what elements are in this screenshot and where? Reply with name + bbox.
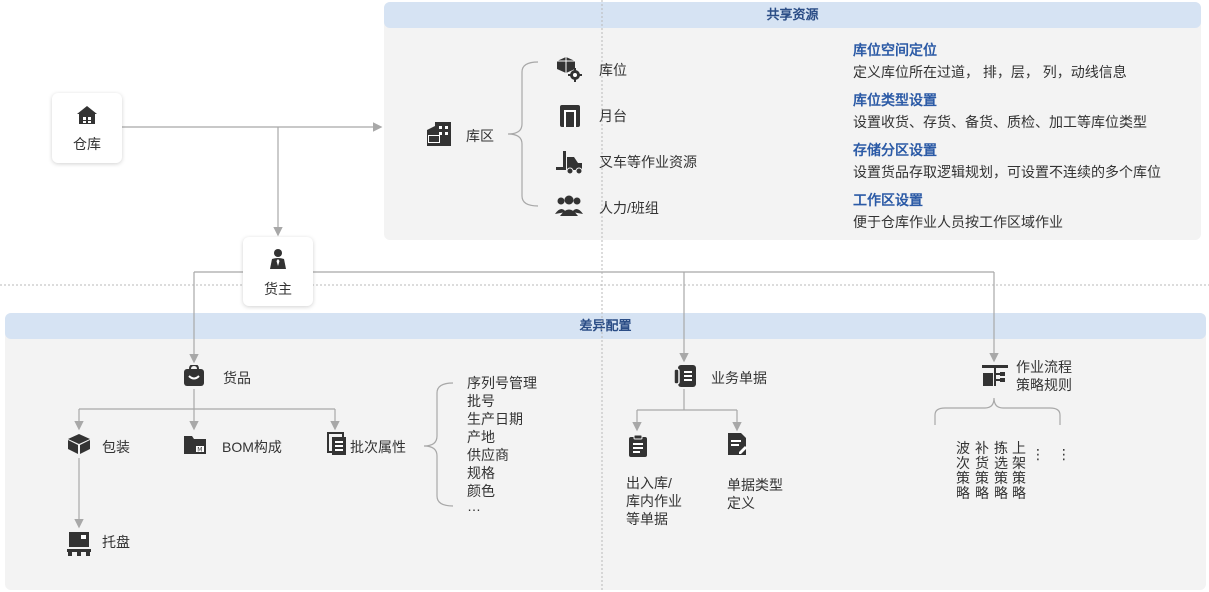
workflow-hierarchy-icon bbox=[982, 365, 1008, 386]
desc-text-location-type: 设置收货、存货、备货、质检、加工等库位类型 bbox=[853, 114, 1147, 130]
clipboard-doc-icon bbox=[629, 434, 647, 457]
shared-item-location: 库位 bbox=[599, 62, 627, 78]
doc-child2-line2: 定义 bbox=[727, 495, 755, 511]
batch-attr-origin: 产地 bbox=[467, 429, 495, 445]
warehouse-icon bbox=[77, 106, 97, 124]
business-doc-label: 业务单据 bbox=[711, 370, 767, 386]
doc-type-edit-icon bbox=[728, 433, 747, 455]
batch-attr-supplier: 供应商 bbox=[467, 447, 509, 463]
package-box-icon bbox=[68, 434, 90, 454]
desc-text-location-positioning: 定义库位所在过道， 排，层， 列，动线信息 bbox=[853, 64, 1127, 80]
batch-attr-lot: 批号 bbox=[467, 393, 495, 409]
doc-child1-line2: 库内作业 bbox=[626, 493, 682, 509]
workflow-label-line1: 作业流程 bbox=[1016, 359, 1072, 375]
shared-item-dock: 月台 bbox=[599, 108, 627, 124]
shared-item-team: 人力/班组 bbox=[599, 200, 659, 216]
desc-heading-storage-zone: 存储分区设置 bbox=[853, 142, 937, 158]
team-icon bbox=[555, 195, 583, 216]
package-label: 包装 bbox=[102, 439, 130, 455]
warehouse-label: 仓库 bbox=[73, 136, 101, 152]
pallet-label: 托盘 bbox=[102, 534, 130, 550]
owner-card[interactable]: 货主 bbox=[243, 237, 313, 306]
doc-child2-line1: 单据类型 bbox=[727, 477, 783, 493]
batch-attr-icon bbox=[327, 432, 346, 455]
warehouse-card[interactable]: 仓库 bbox=[52, 93, 122, 163]
workflow-label-line2: 策略规则 bbox=[1016, 377, 1072, 393]
desc-text-storage-zone: 设置货品存取逻辑规划，可设置不连续的多个库位 bbox=[853, 164, 1161, 180]
bom-label: BOM构成 bbox=[222, 439, 282, 455]
desc-heading-work-area: 工作区设置 bbox=[853, 192, 923, 208]
desc-text-work-area: 便于仓库作业人员按工作区域作业 bbox=[853, 214, 1063, 230]
shared-resources-panel bbox=[384, 2, 1201, 240]
shared-item-forklift: 叉车等作业资源 bbox=[599, 154, 697, 170]
batch-attr-spec: 规格 bbox=[467, 465, 495, 481]
owner-person-icon bbox=[270, 249, 286, 269]
owner-label: 货主 bbox=[264, 281, 292, 297]
business-doc-icon bbox=[673, 365, 696, 387]
doc-child1-line1: 出入库/ bbox=[626, 475, 672, 491]
forklift-icon bbox=[556, 151, 583, 175]
pallet-icon bbox=[67, 532, 91, 556]
desc-heading-location-positioning: 库位空间定位 bbox=[853, 42, 937, 58]
shared-resources-title: 共享资源 bbox=[384, 2, 1201, 28]
strategy-more-ellipsis: ⋮ ⋮ bbox=[1031, 446, 1075, 462]
bom-folder-icon: M bbox=[184, 436, 206, 454]
doc-child1-line3: 等单据 bbox=[626, 511, 668, 527]
batch-attr-label: 批次属性 bbox=[350, 439, 406, 455]
svg-text:M: M bbox=[197, 447, 202, 454]
zone-label: 库区 bbox=[466, 128, 494, 144]
replenish-strategy-column: 补货策略 bbox=[975, 440, 989, 501]
picking-strategy-column: 拣选策略 bbox=[994, 440, 1008, 501]
location-gear-icon bbox=[557, 57, 582, 82]
wave-strategy-column: 波次策略 bbox=[956, 440, 970, 501]
doc-type-definition-text: 单据类型 定义 bbox=[727, 476, 783, 512]
diff-config-title: 差异配置 bbox=[5, 313, 1206, 339]
zone-building-icon bbox=[427, 122, 451, 146]
batch-attr-serial: 序列号管理 bbox=[467, 375, 537, 391]
goods-bag-icon bbox=[184, 365, 204, 386]
inbound-outbound-doc-text: 出入库/ 库内作业 等单据 bbox=[626, 474, 682, 528]
batch-attribute-list: 序列号管理 批号 生产日期 产地 供应商 规格 颜色 … bbox=[467, 374, 537, 514]
workflow-strategy-label: 作业流程 策略规则 bbox=[1016, 358, 1072, 394]
batch-attr-production-date: 生产日期 bbox=[467, 411, 523, 427]
batch-attr-color: 颜色 bbox=[467, 483, 495, 499]
dock-icon bbox=[560, 105, 580, 127]
goods-label: 货品 bbox=[223, 370, 251, 386]
desc-heading-location-type: 库位类型设置 bbox=[853, 92, 937, 108]
putaway-strategy-column: 上架策略 bbox=[1012, 440, 1026, 501]
batch-attr-more: … bbox=[467, 498, 481, 514]
